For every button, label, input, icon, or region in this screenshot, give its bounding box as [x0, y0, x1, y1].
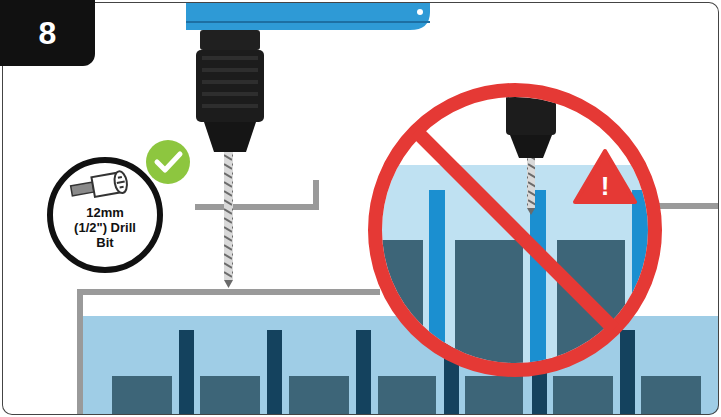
check-mark — [146, 140, 190, 184]
warning-triangle: ! — [573, 148, 637, 204]
tank-wall — [80, 292, 380, 415]
drill-bit-badge: 12mm (1/2") Drill Bit — [47, 157, 163, 273]
battery-blocks — [112, 376, 701, 415]
wrong-drilling — [375, 80, 660, 380]
water — [83, 316, 719, 415]
drill-bit-icon — [70, 170, 129, 201]
drill-bit-label: 12mm (1/2") Drill Bit — [74, 206, 136, 251]
step-number-text: 8 — [39, 17, 57, 49]
step-number: 8 — [0, 0, 95, 66]
warning-mark: ! — [601, 173, 610, 199]
badge-circle — [50, 160, 160, 270]
tank-wall — [655, 203, 719, 209]
bracket — [195, 180, 316, 207]
prohibition-sign — [375, 90, 655, 370]
